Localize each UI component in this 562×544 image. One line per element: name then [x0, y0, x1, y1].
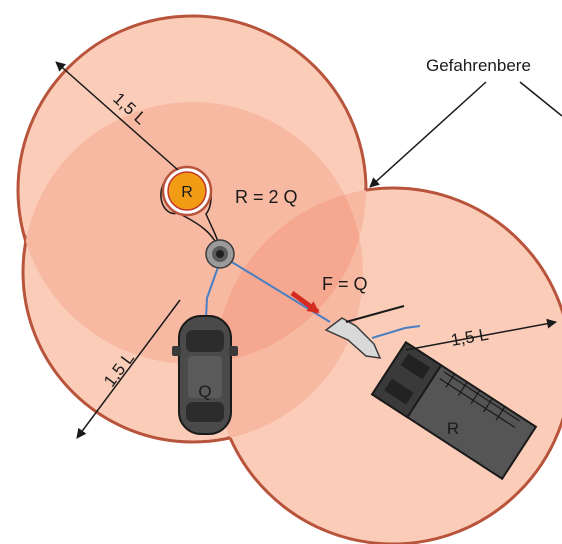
leader-danger-zone	[369, 81, 487, 188]
leader-danger-zone-2	[519, 81, 562, 117]
radius-arrow-right	[405, 318, 557, 351]
pulley-block	[205, 239, 235, 269]
force-arrow	[290, 290, 320, 315]
anchor-car-letter: Q	[198, 382, 211, 401]
anchor-car: Q	[172, 315, 238, 435]
danger-zone-label: Gefahrenbere	[426, 56, 531, 75]
tension-label: F = Q	[322, 274, 368, 294]
deflection-pulley	[324, 305, 405, 359]
overlap-all	[215, 188, 363, 364]
radius-arrow-left	[76, 299, 181, 439]
dimension-arrows	[55, 61, 562, 439]
rope-to-anchor-car	[205, 255, 223, 319]
radius-arrow-top	[55, 61, 179, 171]
danger-zones	[16, 14, 562, 544]
rope-to-truck-end	[371, 325, 421, 339]
pull-force-label: R = 2 Q	[235, 187, 298, 207]
roller-letter: R	[181, 184, 193, 201]
truck: R	[370, 340, 538, 481]
roller-sling: R	[160, 165, 221, 253]
truck-letter: R	[447, 419, 459, 438]
roller	[167, 171, 207, 211]
